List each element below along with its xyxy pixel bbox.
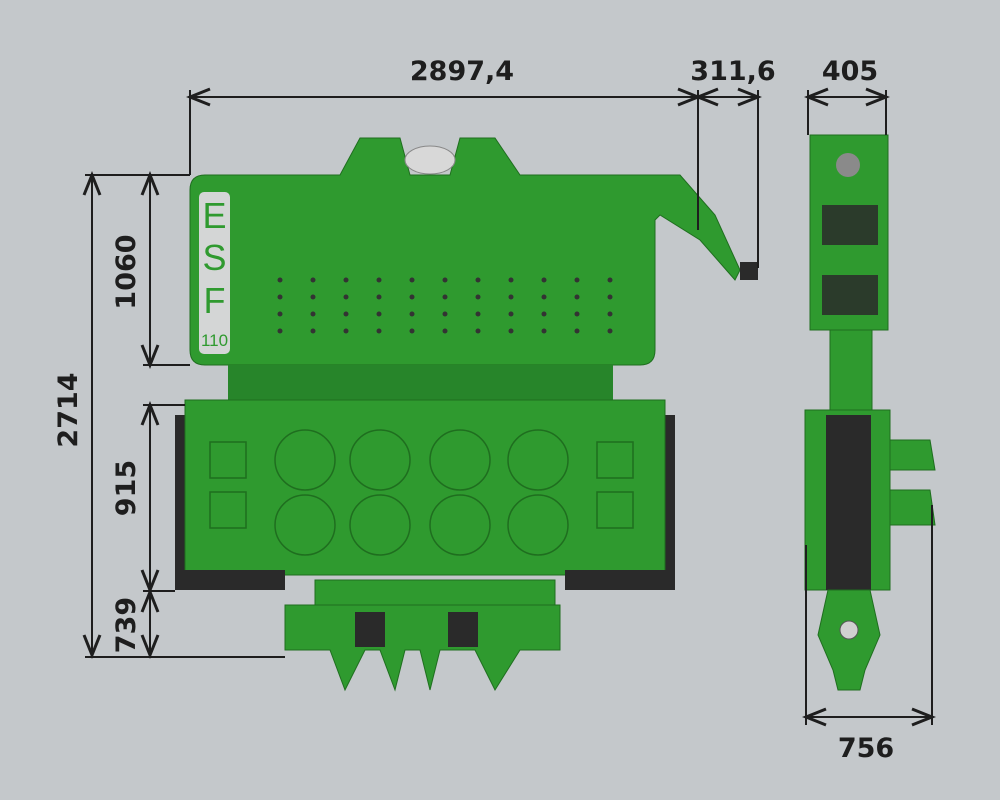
bolt: [607, 311, 613, 317]
drum-cover: [507, 429, 569, 491]
bolt: [607, 277, 613, 283]
bolt: [343, 277, 349, 283]
bolt: [409, 311, 415, 317]
bolt: [607, 294, 613, 300]
bolt: [574, 277, 580, 283]
bolt: [376, 277, 382, 283]
bolt: [409, 328, 415, 334]
bolt: [376, 311, 382, 317]
logo-model: 110: [201, 331, 228, 350]
bolt: [343, 294, 349, 300]
bolt: [277, 294, 283, 300]
bolt: [310, 311, 316, 317]
bolt: [442, 328, 448, 334]
drum-cover: [429, 429, 491, 491]
bolt: [343, 328, 349, 334]
bolt: [574, 294, 580, 300]
logo-plate: E S F 110: [199, 192, 230, 354]
bolt: [442, 277, 448, 283]
motor: [209, 491, 247, 529]
bolt: [442, 311, 448, 317]
bolt: [541, 328, 547, 334]
bolt: [409, 277, 415, 283]
motor: [596, 441, 634, 479]
bolt: [475, 294, 481, 300]
drum-cover: [274, 494, 336, 556]
logo-letter-s: S: [202, 237, 226, 278]
drum-cover: [349, 494, 411, 556]
bolt: [310, 328, 316, 334]
bolt: [475, 328, 481, 334]
dim-side-base-width: 756: [838, 733, 894, 764]
bolt: [277, 328, 283, 334]
bolt: [310, 294, 316, 300]
bolt: [508, 328, 514, 334]
dim-side-width: 405: [822, 56, 878, 87]
dim-overall-height: 2714: [53, 372, 84, 447]
logo-letter-f: F: [204, 280, 226, 321]
dim-arm-offset: 311,6: [690, 56, 775, 87]
bolt: [343, 311, 349, 317]
bolt: [409, 294, 415, 300]
bolt: [376, 328, 382, 334]
dim-upper-height: 1060: [111, 234, 142, 309]
bolt: [475, 277, 481, 283]
bolt: [508, 277, 514, 283]
dim-overall-width: 2897,4: [410, 56, 514, 87]
bolt: [277, 277, 283, 283]
drum-cover: [507, 494, 569, 556]
drum-cover: [349, 429, 411, 491]
bolt: [541, 277, 547, 283]
bolt: [508, 294, 514, 300]
logo-letter-e: E: [202, 195, 226, 236]
bolt: [475, 311, 481, 317]
dim-clamp-height: 739: [111, 597, 142, 653]
front-view: [175, 137, 758, 692]
drum-cover: [429, 494, 491, 556]
dimension-lines: [85, 90, 932, 725]
bolt: [508, 311, 514, 317]
drum-cover: [274, 429, 336, 491]
bolt: [310, 277, 316, 283]
motor: [209, 441, 247, 479]
bolt: [607, 328, 613, 334]
bolt: [574, 328, 580, 334]
side-view: [804, 134, 936, 691]
bolt: [541, 294, 547, 300]
bolt: [442, 294, 448, 300]
bolt: [376, 294, 382, 300]
motor: [596, 491, 634, 529]
bolt: [277, 311, 283, 317]
bolt: [541, 311, 547, 317]
bolt: [574, 311, 580, 317]
dim-body-height: 915: [111, 460, 142, 516]
